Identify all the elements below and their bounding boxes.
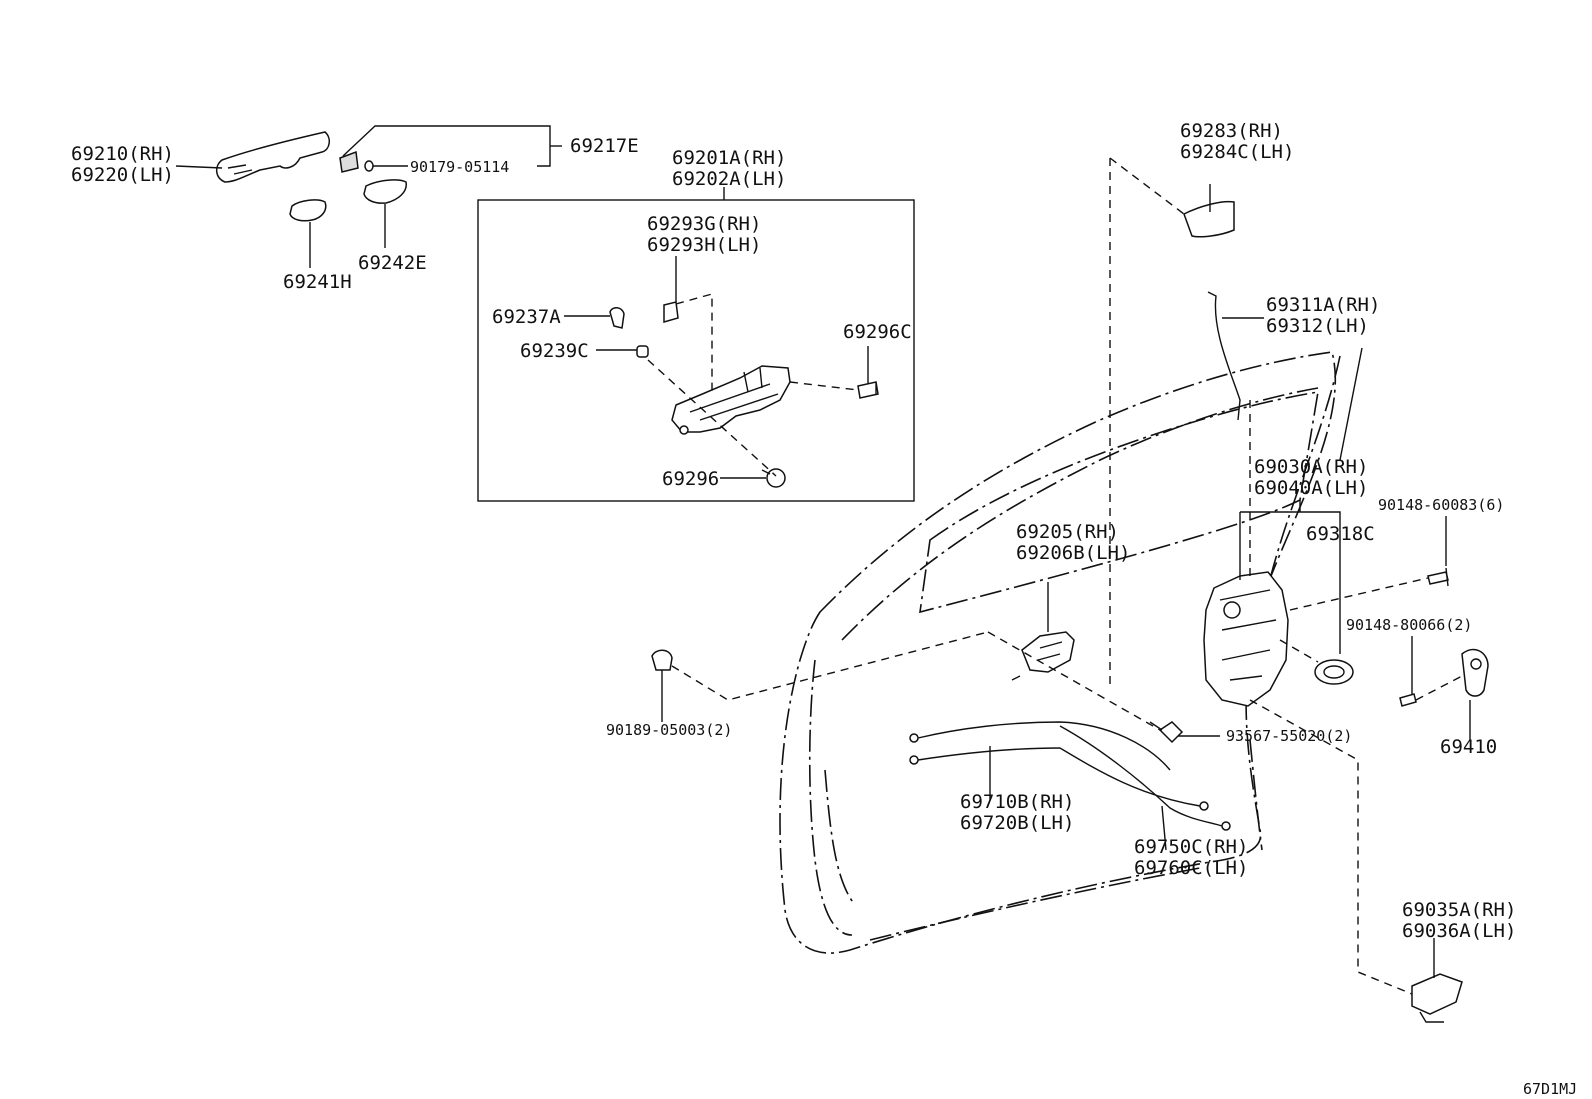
screw-b-icon: [1427, 567, 1449, 587]
label-p69239c: 69239C: [520, 340, 589, 362]
p69318c-icon: [1314, 659, 1354, 685]
label-p69296c: 69296C: [843, 321, 912, 343]
inside-handle-icon: [1011, 631, 1075, 681]
label-p69296: 69296: [662, 468, 719, 490]
label-cable-b-rh: 69750C(RH): [1134, 836, 1248, 858]
pad-front-icon: [289, 199, 327, 222]
label-striker: 69410: [1440, 736, 1497, 758]
screw-a-icon: [364, 160, 374, 172]
frame-icon: [671, 365, 791, 435]
frame-leaders: [564, 256, 869, 479]
labels: 69210(RH) 69220(LH) 69217E 90179-05114 6…: [71, 120, 1577, 1098]
label-frame-assy-rh: 69201A(RH): [672, 147, 786, 169]
label-bottom-part-lh: 69036A(LH): [1402, 920, 1516, 942]
label-screw-c: 90148-80066(2): [1346, 616, 1472, 634]
label-inside-handle-lh: 69206B(LH): [1016, 542, 1130, 564]
label-cable-b-lh: 69760C(LH): [1134, 857, 1248, 879]
lower-leaders: [661, 582, 1435, 995]
striker-icon: [1461, 648, 1489, 697]
label-lock-assy-rh: 69030A(RH): [1254, 456, 1368, 478]
label-frame-assy-lh: 69202A(LH): [672, 168, 786, 190]
door-outline: [779, 351, 1341, 954]
label-p69318c: 69318C: [1306, 523, 1375, 545]
label-rod-rh: 69311A(RH): [1266, 294, 1380, 316]
label-bolt: 93567-55020(2): [1226, 727, 1352, 745]
cable-a-icon: [909, 721, 1171, 771]
screw-c-icon: [1399, 693, 1417, 707]
rod-icon: [1207, 291, 1264, 421]
p69239c-icon: [636, 345, 649, 358]
p69296-icon: [761, 468, 786, 488]
label-pad-front: 69241H: [283, 271, 352, 293]
label-outer-handle-rh: 69210(RH): [71, 143, 174, 165]
label-cap-rh: 69283(RH): [1180, 120, 1283, 142]
p69237a-icon: [609, 307, 625, 329]
label-cap-lh: 69284C(LH): [1180, 141, 1294, 163]
cable-b-icon: [1059, 725, 1231, 831]
diagram-id: 67D1MJ: [1523, 1080, 1577, 1098]
label-frame-sub-rh: 69293G(RH): [647, 213, 761, 235]
label-cable-a-lh: 69720B(LH): [960, 812, 1074, 834]
label-inside-handle-rh: 69205(RH): [1016, 521, 1119, 543]
label-screw-a: 90179-05114: [410, 158, 509, 176]
lock-icon: [1203, 571, 1289, 707]
label-pad-rear: 69242E: [358, 252, 427, 274]
label-lock-assy-lh: 69040A(LH): [1254, 477, 1368, 499]
label-cover-group: 69217E: [570, 135, 639, 157]
pad-rear-icon: [363, 179, 407, 204]
bolt-icon: [1149, 721, 1184, 744]
label-outer-handle-lh: 69220(LH): [71, 164, 174, 186]
outer-handle-icon: [216, 131, 330, 183]
cover-icon: [339, 150, 359, 173]
label-bottom-part-rh: 69035A(RH): [1402, 899, 1516, 921]
label-screw-b: 90148-60083(6): [1378, 496, 1504, 514]
label-frame-sub-lh: 69293H(LH): [647, 234, 761, 256]
bottom-part-icon: [1411, 973, 1463, 1023]
cap-icon: [1183, 184, 1235, 238]
frame-sub-icon: [663, 301, 679, 323]
right-leaders: [1109, 157, 1471, 740]
label-p69237a: 69237A: [492, 306, 561, 328]
outer-handle-leaders: [175, 125, 562, 268]
label-rod-lh: 69312(LH): [1266, 315, 1369, 337]
label-clip: 90189-05003(2): [606, 721, 732, 739]
frame-assy-box: [477, 187, 915, 502]
p69296c-icon: [857, 381, 879, 399]
clip-icon: [651, 649, 673, 671]
label-cable-a-rh: 69710B(RH): [960, 791, 1074, 813]
